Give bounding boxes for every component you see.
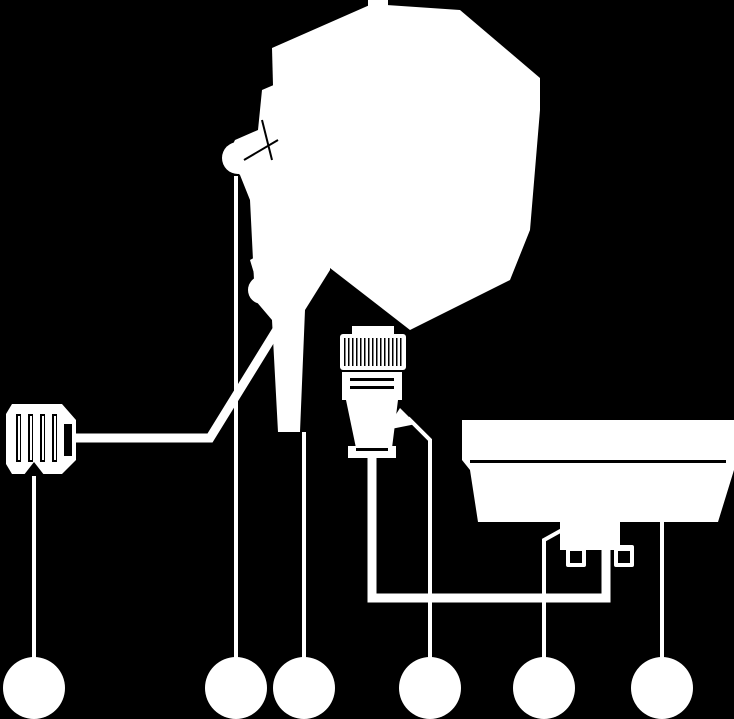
wires: [76, 315, 611, 603]
circular-connector-icon: [340, 326, 416, 458]
callouts: [3, 657, 693, 719]
callout-3: [273, 657, 335, 719]
callout-2: [205, 657, 267, 719]
mounting-bracket-icon: [222, 78, 330, 432]
leader-lines: [32, 176, 664, 660]
multi-pin-plug-icon: [6, 404, 76, 480]
control-unit-icon: [462, 420, 734, 550]
callout-5: [513, 657, 575, 719]
small-terminal-icon: [566, 545, 634, 567]
hexagonal-housing-icon: [272, 0, 540, 330]
callout-4: [399, 657, 461, 719]
callout-1: [3, 657, 65, 719]
callout-6: [631, 657, 693, 719]
